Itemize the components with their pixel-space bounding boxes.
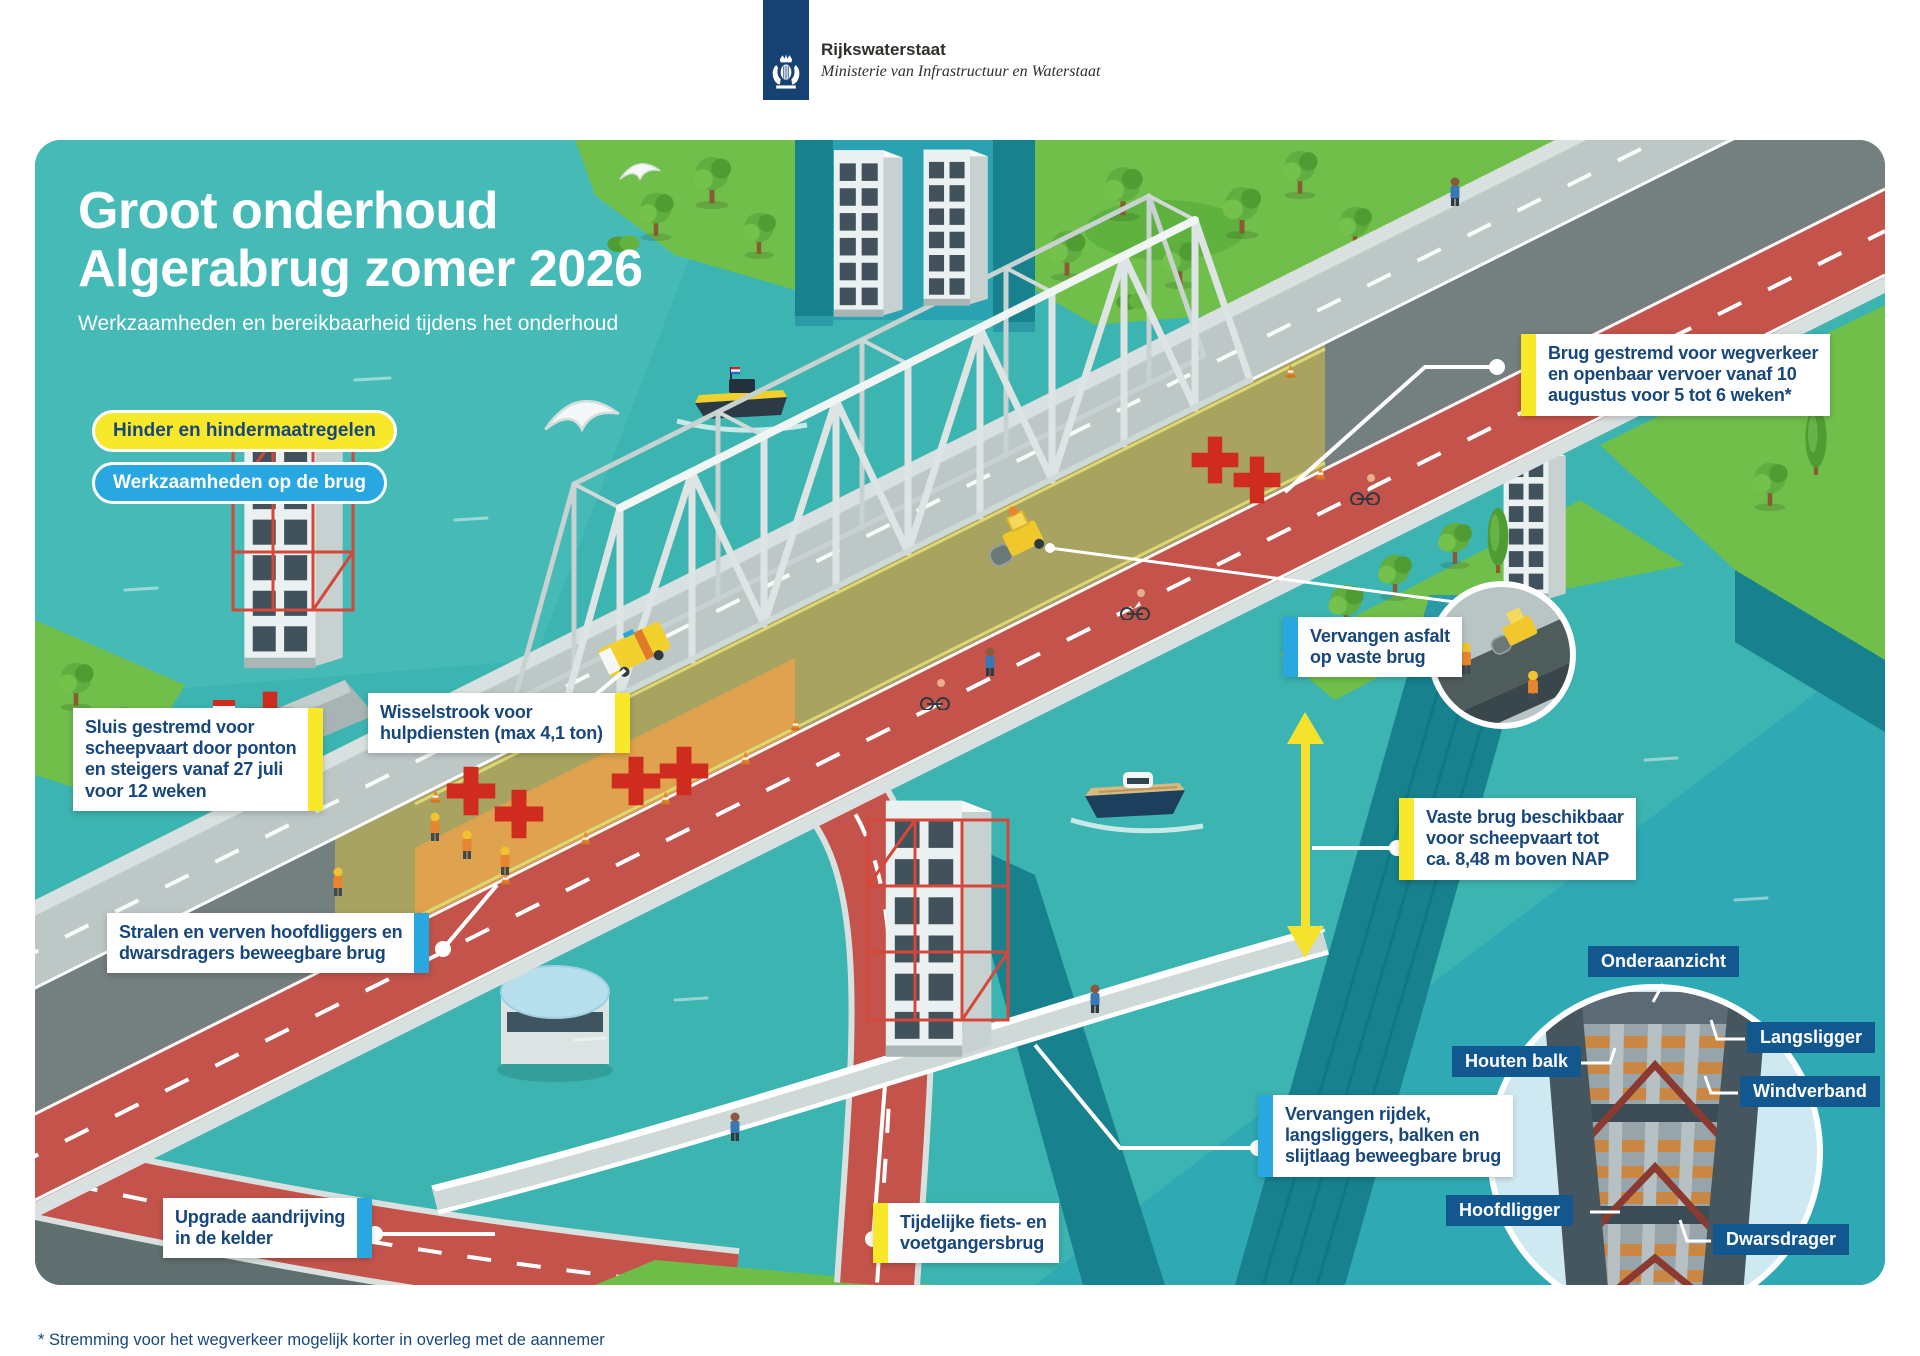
yacht-icon (1070, 772, 1204, 834)
road-roller-icon (988, 506, 1045, 567)
scaffolding-icon (866, 818, 1010, 1022)
footnote: * Stremming voor het wegverkeer mogelijk… (38, 1330, 605, 1349)
yellow-marker-bar (1399, 798, 1414, 880)
legend-hinder-pill: Hinder en hindermaatregelen (92, 410, 397, 452)
chip-langsligger: Langsligger (1747, 1022, 1876, 1053)
brand-block: Rijkswaterstaat Ministerie van Infrastru… (821, 40, 1100, 81)
callout-vervangen-asfalt: Vervangen asfalt op vaste brug (1283, 617, 1462, 678)
rijkswaterstaat-logo (763, 0, 809, 100)
callout-upgrade-aandrijving: Upgrade aandrijving in de kelder (163, 1198, 373, 1259)
callout-stralen-verven: Stralen en verven hoofdliggers en dwarsd… (107, 913, 430, 974)
blue-marker-bar (414, 913, 430, 974)
yellow-marker-bar (614, 693, 630, 754)
yellow-marker-bar (873, 1203, 888, 1264)
callout-brug-gestremd: Brug gestremd voor wegverkeer en openbaa… (1521, 334, 1831, 416)
callout-sluis-gestremd: Sluis gestremd voor scheepvaart door pon… (73, 708, 324, 811)
legend-werkzaamheden-pill: Werkzaamheden op de brug (92, 462, 388, 504)
blue-marker-bar (357, 1198, 373, 1259)
detail-circle-asphalt (1045, 543, 1576, 729)
page-title-line2: Algerabrug zomer 2026 (78, 240, 643, 299)
page-title-line1: Groot onderhoud (78, 182, 498, 240)
blue-marker-bar (1258, 1095, 1273, 1177)
chip-onderaanzicht: Onderaanzicht (1588, 946, 1740, 977)
brand-name: Rijkswaterstaat (821, 40, 946, 59)
control-building (497, 965, 613, 1082)
scene-illustration (35, 140, 1885, 1285)
page-title: Groot onderhoud Algerabrug zomer 2026 (78, 182, 643, 298)
chip-houten-balk: Houten balk (1452, 1046, 1582, 1077)
callout-vaste-brug: Vaste brug beschikbaar voor scheepvaart … (1399, 798, 1636, 880)
callout-vervangen-rijdek: Vervangen rijdek, langsliggers, balken e… (1258, 1095, 1514, 1177)
chip-dwarsdrager: Dwarsdrager (1713, 1224, 1850, 1255)
yellow-marker-bar (308, 708, 324, 811)
blue-marker-bar (1283, 617, 1298, 678)
movable-deck-section (415, 658, 795, 922)
page-subtitle: Werkzaamheden en bereikbaarheid tijdens … (78, 312, 619, 336)
callout-tijdelijke-brug: Tijdelijke fiets- en voetgangersbrug (873, 1203, 1059, 1264)
chip-connectors (1580, 983, 1745, 1243)
coat-of-arms-icon (772, 54, 800, 89)
chip-hoofdligger: Hoofdligger (1446, 1195, 1573, 1226)
yellow-marker-bar (1521, 334, 1536, 416)
title-block: Groot onderhoud Algerabrug zomer 2026 We… (78, 182, 643, 336)
brand-ministry: Ministerie van Infrastructuur en Waterst… (821, 63, 1101, 80)
clearance-arrow-icon (1287, 712, 1324, 958)
infographic-panel: Groot onderhoud Algerabrug zomer 2026 We… (35, 140, 1885, 1285)
callout-wisselstrook: Wisselstrook voor hulpdiensten (max 4,1 … (368, 693, 630, 754)
chip-windverband: Windverband (1740, 1076, 1880, 1107)
